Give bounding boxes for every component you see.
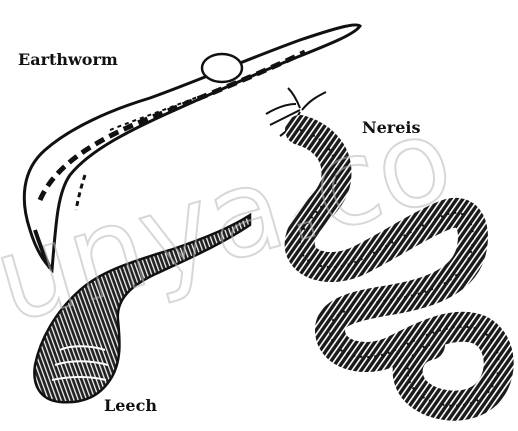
label-earthworm: Earthworm [18,52,118,68]
label-leech: Leech [104,398,157,414]
leech-figure [34,215,250,402]
label-nereis: Nereis [362,120,421,136]
